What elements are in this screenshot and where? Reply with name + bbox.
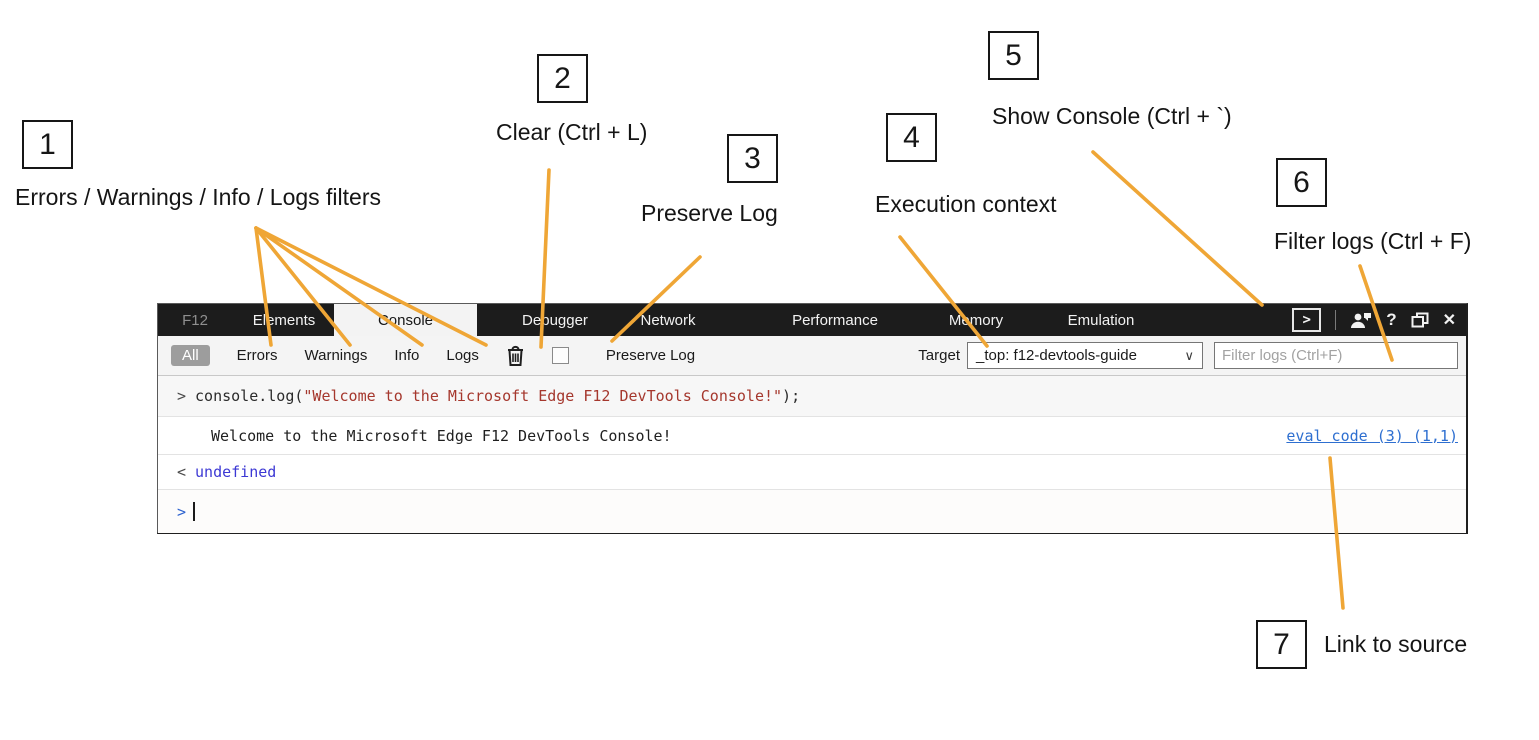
close-icon[interactable]: ✕ (1442, 312, 1456, 329)
connector-line-5 (1091, 150, 1264, 307)
titlebar-separator (1335, 310, 1337, 330)
callout-label-filters: Errors / Warnings / Info / Logs filters (15, 184, 381, 210)
callout-number-6: 6 (1276, 158, 1327, 207)
tab-debugger[interactable]: Debugger (522, 311, 588, 329)
user-feedback-icon[interactable] (1350, 312, 1372, 329)
callout-label-preserve-log: Preserve Log (641, 200, 778, 226)
console-output-text: Welcome to the Microsoft Edge F12 DevToo… (211, 426, 672, 445)
tab-emulation[interactable]: Emulation (1067, 311, 1135, 329)
tab-performance[interactable]: Performance (792, 311, 878, 329)
filter-info-button[interactable]: Info (394, 347, 420, 364)
callout-number-2: 2 (537, 54, 588, 103)
chevron-down-icon: ∨ (1184, 347, 1194, 363)
filter-errors-button[interactable]: Errors (236, 347, 278, 364)
code-text-close: ); (782, 387, 801, 405)
input-prompt-chevron: > (177, 387, 187, 405)
tab-network[interactable]: Network (640, 311, 696, 329)
console-output-row: Welcome to the Microsoft Edge F12 DevToo… (158, 417, 1466, 455)
code-text: console.log( (195, 387, 304, 405)
target-label: Target (918, 347, 960, 364)
clear-trash-icon[interactable] (506, 345, 525, 367)
devtools-tabbar: F12 Elements Console Debugger Network Pe… (158, 304, 1466, 336)
target-select[interactable]: _top: f12-devtools-guide ∨ (967, 342, 1203, 369)
callout-number-5: 5 (988, 31, 1039, 80)
callout-number-3: 3 (727, 134, 778, 183)
console-input-echo-row: > console.log("Welcome to the Microsoft … (158, 376, 1466, 417)
callout-label-filter-logs: Filter logs (Ctrl + F) (1274, 228, 1472, 254)
console-prompt-row[interactable]: > (158, 490, 1466, 533)
filter-logs-button[interactable]: Logs (446, 347, 479, 364)
text-cursor (193, 502, 196, 521)
result-prompt-chevron: < (177, 463, 187, 481)
callout-number-7: 7 (1256, 620, 1307, 669)
tab-elements[interactable]: Elements (252, 311, 316, 329)
callout-label-show-console: Show Console (Ctrl + `) (992, 103, 1232, 129)
titlebar-icon-group: > ? ✕ (1292, 304, 1456, 336)
result-value: undefined (195, 463, 277, 481)
help-icon[interactable]: ? (1386, 310, 1397, 329)
callout-label-link-to-source: Link to source (1324, 631, 1468, 657)
preserve-log-label: Preserve Log (605, 347, 696, 364)
callout-number-4: 4 (886, 113, 937, 162)
prompt-chevron: > (177, 502, 187, 521)
preserve-log-checkbox[interactable] (551, 347, 569, 364)
devtools-window: F12 Elements Console Debugger Network Pe… (157, 303, 1468, 534)
brand-f12: F12 (182, 311, 208, 329)
code-string: "Welcome to the Microsoft Edge F12 DevTo… (303, 387, 783, 405)
console-toolbar: All Errors Warnings Info Logs Preserve L… (158, 336, 1466, 376)
tab-memory[interactable]: Memory (948, 311, 1004, 329)
callout-label-execution-context: Execution context (875, 191, 1057, 217)
unpin-restore-icon[interactable] (1411, 312, 1429, 328)
console-result-row: < undefined (158, 455, 1466, 490)
target-select-value: _top: f12-devtools-guide (976, 347, 1137, 364)
toolbar-right-group: Target _top: f12-devtools-guide ∨ (918, 342, 1458, 369)
callout-number-1: 1 (22, 120, 73, 169)
callout-label-clear: Clear (Ctrl + L) (496, 119, 648, 145)
show-console-icon[interactable]: > (1292, 308, 1322, 332)
source-link[interactable]: eval code (3) (1,1) (1286, 426, 1458, 445)
filter-all-button[interactable]: All (171, 345, 210, 366)
tab-console[interactable]: Console (334, 304, 477, 336)
filter-warnings-button[interactable]: Warnings (304, 347, 368, 364)
filter-logs-input[interactable] (1214, 342, 1458, 369)
